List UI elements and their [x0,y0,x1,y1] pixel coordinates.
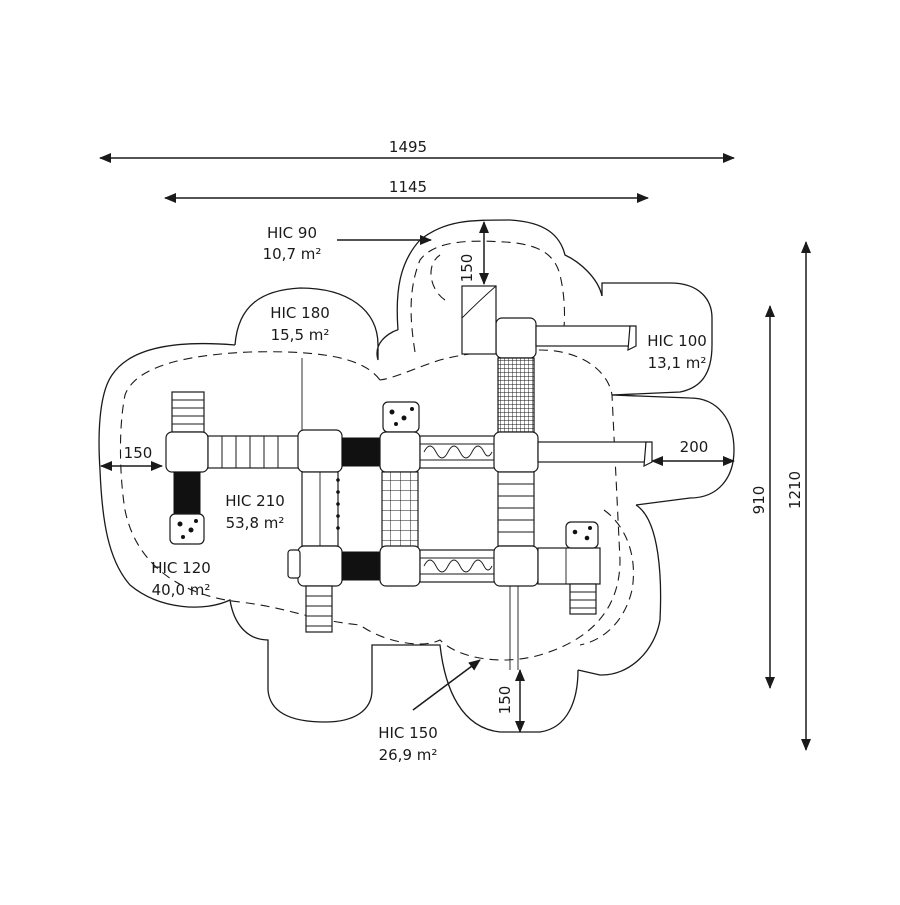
ladder-bottom-right [569,583,597,615]
climbing-rock-right [565,521,599,549]
climbing-net-center [381,471,419,549]
dim-label-left-150: 150 [124,444,153,462]
zone-area: 13,1 m² [648,354,707,372]
climbing-rock-mid [382,401,420,433]
tower-mid-left-top [297,429,343,473]
zone-name: HIC 90 [267,224,317,242]
climbing-net-right [497,357,535,433]
zone-label-hic-150: HIC 150 26,9 m² [378,724,438,764]
zone-area: 40,0 m² [152,581,211,599]
dim-label-1210: 1210 [786,471,804,509]
hic-90-zone-outline [396,219,603,331]
hic-210-dashed-outline [119,349,621,661]
tunnel-top-mid [341,437,383,467]
zone-name: HIC 120 [151,559,211,577]
zone-area: 26,9 m² [379,746,438,764]
tower-left [165,431,209,473]
tower-right-upper [495,317,537,359]
climbing-rock-left [169,513,205,545]
zone-name: HIC 100 [647,332,707,350]
zone-label-hic-180: HIC 180 15,5 m² [270,304,330,344]
step-left [287,549,301,579]
hic-100-dashed-outline [430,254,446,301]
dim-label-1145: 1145 [389,178,427,196]
zone-name: HIC 210 [225,492,285,510]
slide-middle-right [537,441,653,468]
leader-arrow-hic-150 [412,659,481,711]
tower-mid-left-bottom [297,545,343,587]
hic-210-right-zone-outline [611,394,735,506]
zone-label-hic-120: HIC 120 40,0 m² [151,559,211,599]
zone-label-hic-90: HIC 90 10,7 m² [263,224,322,263]
bridge-top-left [207,435,301,469]
tower-right-bottom [493,545,539,587]
zone-area: 53,8 m² [226,514,285,532]
hic-120-zone-outline [98,287,579,733]
ladder-top-left [171,391,205,433]
tower-center-top [379,431,421,473]
zone-area: 15,5 m² [271,326,330,344]
ladder-right-middle [497,471,535,547]
zone-label-hic-100: HIC 100 13,1 m² [647,332,707,372]
tunnel-bottom-mid [341,551,383,581]
tunnel-left [173,471,201,515]
dim-label-bottom-150: 150 [496,686,514,715]
dim-label-1495: 1495 [389,138,427,156]
zone-name: HIC 180 [270,304,330,322]
rope-ladder-mid-left [301,471,340,547]
zone-label-hic-210: HIC 210 53,8 m² [225,492,285,532]
tower-right-middle [493,431,539,473]
zone-name: HIC 150 [378,724,438,742]
hic-150-zone-outline [577,504,662,676]
play-structure [165,285,653,670]
hic-100-zone-outline [601,282,713,396]
tower-center-bottom [379,545,421,587]
dim-label-right-200: 200 [680,438,709,456]
tube-slide-top [461,285,497,355]
hic-90-dashed-outline [410,240,565,353]
dim-label-910: 910 [750,486,768,515]
bridge-bottom-right [419,549,497,583]
zone-area: 10,7 m² [263,245,322,263]
bridge-top-right [419,435,497,469]
deck-bottom-right [537,547,601,585]
ladder-bottom-left [305,585,333,633]
slide-top-right [535,325,637,352]
dim-label-top-150: 150 [458,254,476,283]
